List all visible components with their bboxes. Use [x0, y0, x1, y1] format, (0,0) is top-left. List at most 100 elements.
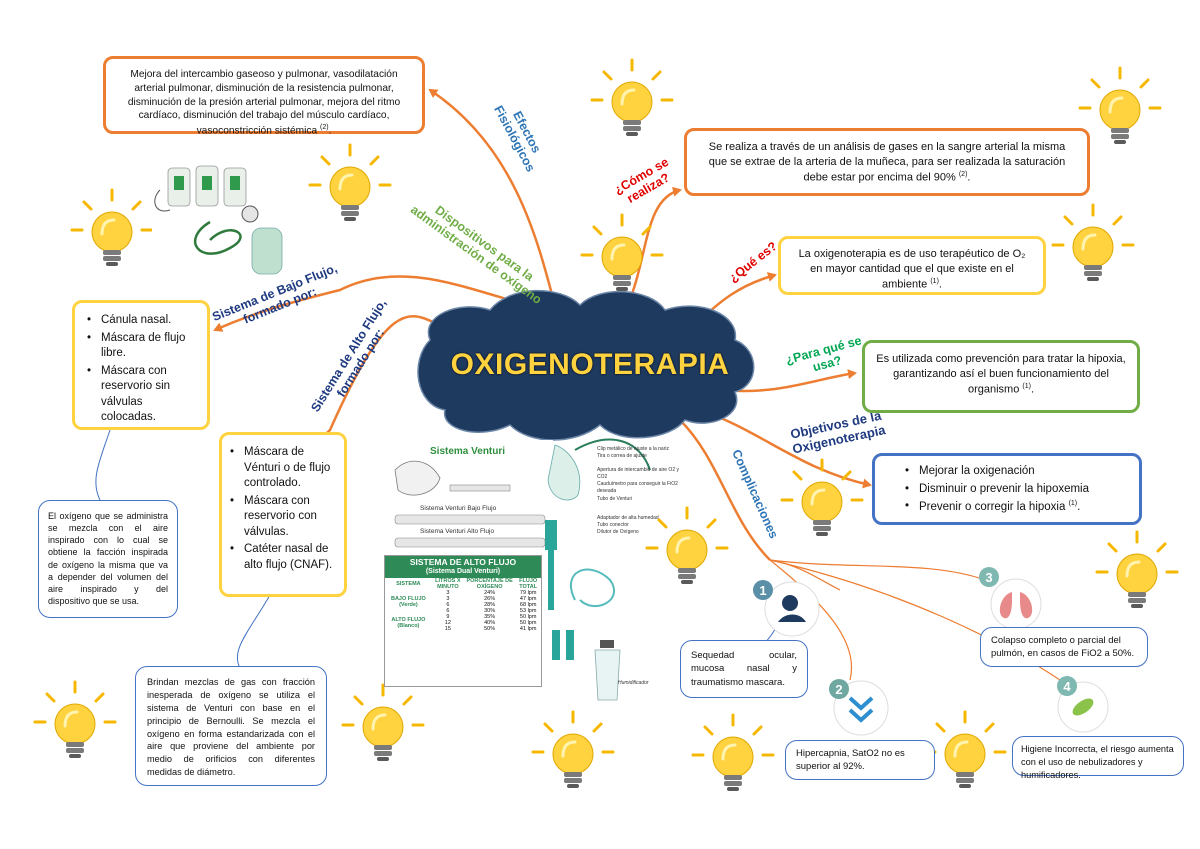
table-cell: 9	[446, 613, 450, 620]
venturi-bajo-caption: Sistema Venturi Bajo Flujo	[420, 505, 497, 512]
complication-numbers: 1 2 3 4	[753, 567, 1077, 699]
bulb-icon	[780, 458, 864, 538]
table-cell: 30%	[484, 607, 496, 614]
table-row: BAJO FLUJO(Verde) 3 24% 79 lpm	[385, 589, 541, 608]
alto-flujo-note: Brindan mezclas de gas con fracción ines…	[135, 666, 327, 786]
table-cell: 35%	[484, 613, 496, 620]
como-ref: (2)	[958, 170, 968, 178]
part-label: Clip metálico de ajuste a la nariz	[597, 446, 669, 452]
table-cell: 28%	[484, 601, 496, 608]
complication-box-4: Higiene Incorrecta, el riesgo aumenta co…	[1012, 736, 1184, 780]
bulb-icon	[1051, 203, 1135, 283]
oxygen-equipment-image	[152, 158, 292, 276]
alto-flujo-list: Máscara de Vénturi o de flujo controlado…	[228, 445, 338, 573]
objetivos-box: Mejorar la oxigenación Disminuir o preve…	[872, 453, 1142, 525]
humidifier-label: Humidificador	[618, 680, 649, 686]
table-cell: 26%	[484, 595, 496, 602]
venturi-part-labels: Clip metálico de ajuste a la nariz Tira …	[597, 446, 687, 537]
complication-box-2: Hipercapnia, SatO2 no es superior al 92%…	[785, 740, 935, 780]
table-row: 6 28% 68 lpm	[385, 602, 541, 608]
como-text: Se realiza a través de un análisis de ga…	[708, 141, 1066, 184]
bajo-flujo-list: Cánula nasal. Máscara de flujo libre. Má…	[85, 313, 199, 426]
table-cell: 41 lpm	[519, 625, 537, 632]
objetivos-list: Mejorar la oxigenación Disminuir o preve…	[903, 464, 1129, 515]
bajo-flujo-item: Máscara con reservorio sin válvulas colo…	[85, 364, 199, 426]
table-row: 3 26% 47 lpm	[385, 596, 541, 602]
table-cell: 68 lpm	[519, 601, 537, 608]
bajo-label: BAJO FLUJO	[390, 595, 426, 602]
part-label: Dilutor de Oxígeno	[597, 529, 639, 536]
table-row: 15 50% 41 lpm	[385, 626, 541, 632]
flow-table: SISTEMA LITROS X MINUTO PORCENTAJE DE OX…	[385, 578, 541, 632]
que-box: La oxigenoterapia es de uso terapéutico …	[778, 236, 1046, 295]
venturi-alto-caption: Sistema Venturi Alto Flujo	[420, 528, 495, 535]
objetivo-item: Prevenir o corregir la hipoxia (1).	[903, 499, 1129, 515]
complication-box-3: Colapso completo o parcial del pulmón, e…	[980, 627, 1148, 667]
table-cell: 47 lpm	[519, 595, 537, 602]
bulb-icon	[531, 710, 615, 790]
para-que-ref: (1)	[1022, 382, 1031, 390]
bulb-icon	[33, 680, 117, 760]
part-label: Tira o correa de ajuste	[597, 453, 647, 460]
lungs-icon	[990, 578, 1042, 630]
bulb-icon	[1095, 530, 1179, 610]
bulb-icon	[70, 188, 154, 268]
que-ref: (1)	[930, 277, 939, 285]
table-cell: 40%	[484, 619, 496, 626]
venturi-illustration	[385, 438, 651, 701]
table-cell: 12	[444, 619, 451, 626]
table-cell: 50 lpm	[519, 613, 537, 620]
bajo-color: (Verde)	[399, 601, 418, 608]
table-cell: 24%	[484, 589, 496, 596]
line-complicaciones	[679, 419, 771, 561]
table-header: SISTEMA	[396, 580, 421, 587]
objetivo-item: Mejorar la oxigenación	[903, 464, 1129, 480]
bajo-flujo-note: El oxígeno que se administra se mezcla c…	[38, 500, 178, 618]
efectos-text: Mejora del intercambio gaseoso y pulmona…	[127, 69, 401, 137]
bulb-icon	[308, 143, 392, 223]
part-label: Apertura de intercambio de aire O2 y CO2	[597, 466, 679, 480]
para-que-text: Es utilizada como prevención para tratar…	[876, 353, 1126, 396]
table-cell: 79 lpm	[519, 589, 537, 596]
complication-number-2: 2	[835, 682, 842, 697]
table-row: ALTO FLUJO(Blanco) 9 35% 50 lpm	[385, 613, 541, 629]
alto-flujo-item: Máscara de Vénturi o de flujo controlado…	[228, 445, 338, 492]
bajo-flujo-box: Cánula nasal. Máscara de flujo libre. Má…	[72, 300, 210, 430]
bulb-icon	[1078, 66, 1162, 146]
table-cell: 15	[444, 625, 451, 632]
table-header: LITROS X MINUTO	[435, 577, 461, 590]
como-box: Se realiza a través de un análisis de ga…	[684, 128, 1090, 196]
table-cell: 6	[446, 601, 450, 608]
part-label: Cauduímetro para conseguir la FiO2 desea…	[597, 481, 678, 495]
bulb-icon	[923, 710, 1007, 790]
alto-flujo-item: Catéter nasal de alto flujo (CNAF).	[228, 542, 338, 573]
title-cloud	[417, 289, 755, 441]
table-cell: 3	[446, 589, 450, 596]
efectos-box: Mejora del intercambio gaseoso y pulmona…	[103, 56, 425, 137]
bulb-icon	[691, 713, 775, 793]
bulb-icon	[590, 58, 674, 138]
bulb-icon	[341, 683, 425, 763]
que-text: La oxigenoterapia es de uso terapéutico …	[798, 248, 1026, 291]
objetivo-item: Disminuir o prevenir la hipoxemia	[903, 482, 1129, 498]
alto-color: (Blanco)	[397, 622, 420, 629]
complication-box-1: Sequedad ocular, mucosa nasal y traumati…	[680, 640, 808, 698]
bulb-icon	[580, 213, 664, 293]
table-row: 12 40% 50 lpm	[385, 620, 541, 626]
table-row: 6 30% 53 lpm	[385, 608, 541, 614]
complication-icons	[764, 578, 1109, 736]
venturi-table: SISTEMA DE ALTO FLUJO (Sistema Dual Vent…	[384, 555, 542, 687]
table-header: FLUJO TOTAL	[519, 577, 538, 590]
table-cell: 50 lpm	[519, 619, 537, 626]
table-cell: 3	[446, 595, 450, 602]
part-label: Tubo conector	[597, 522, 629, 528]
venturi-title: Sistema Venturi	[430, 446, 506, 457]
alto-label: ALTO FLUJO	[391, 616, 426, 623]
alto-flujo-box: Máscara de Vénturi o de flujo controlado…	[219, 432, 347, 597]
page-title: OXIGENOTERAPIA	[450, 348, 730, 381]
part-label: Tubo de Venturi	[597, 495, 633, 502]
table-cell: 6	[446, 607, 450, 614]
table-subtitle: (Sistema Dual Venturi)	[425, 567, 501, 575]
efectos-ref: (2)	[320, 124, 329, 132]
